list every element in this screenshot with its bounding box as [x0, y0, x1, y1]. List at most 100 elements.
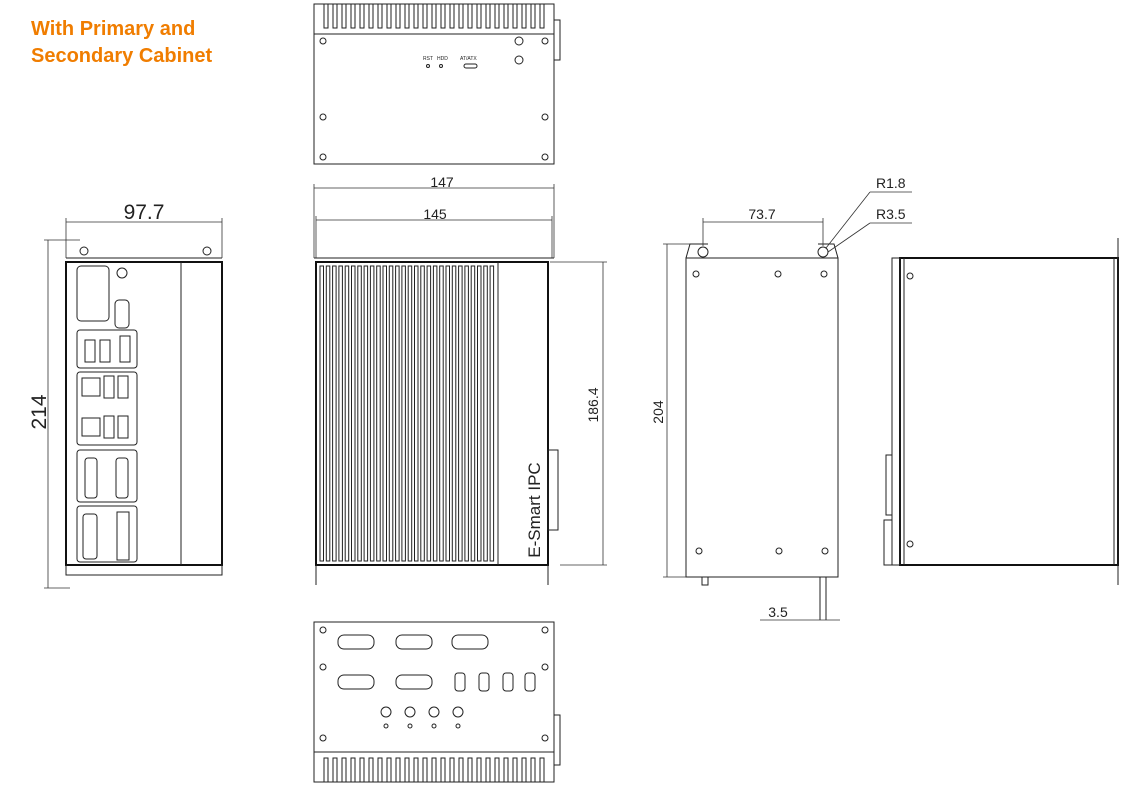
fin — [414, 265, 419, 562]
fin — [503, 757, 509, 782]
power-mode-label: AT/ATX — [460, 56, 477, 62]
fin — [477, 265, 482, 562]
bottom-view — [313, 621, 561, 783]
antenna-hole — [404, 706, 416, 718]
fin — [489, 265, 495, 562]
fin — [413, 4, 419, 29]
fin — [350, 4, 356, 29]
fin — [377, 4, 383, 29]
fin — [420, 265, 425, 562]
fin — [404, 757, 410, 782]
fin — [395, 4, 401, 29]
fin — [341, 757, 347, 782]
fin — [483, 265, 488, 562]
fin — [332, 265, 337, 562]
serial-port — [337, 634, 375, 650]
fin — [351, 265, 356, 562]
radius-large-label: R3.5 — [876, 206, 906, 222]
fin — [494, 4, 500, 29]
fin — [422, 757, 428, 782]
fin — [382, 265, 387, 562]
title-line-1: With Primary and — [31, 18, 196, 40]
front-height-dim: 214 — [28, 394, 51, 429]
fin — [485, 757, 491, 782]
fin — [432, 265, 438, 562]
fin — [368, 757, 374, 782]
drawing-title: With Primary and Secondary Cabinet — [31, 16, 212, 70]
fin — [407, 265, 413, 562]
fin — [449, 4, 455, 29]
fin — [458, 4, 464, 29]
serial-port — [451, 634, 489, 650]
antenna-icon — [407, 723, 413, 729]
fin — [530, 4, 536, 29]
usb-port — [478, 672, 490, 692]
fin — [464, 265, 469, 562]
fin — [376, 265, 381, 562]
fin — [476, 4, 482, 29]
front-width-dim: 97.7 — [124, 201, 165, 224]
fin — [404, 4, 410, 29]
fin — [539, 4, 545, 29]
fin — [386, 757, 392, 782]
fin — [377, 757, 383, 782]
fin — [440, 757, 446, 782]
title-line-2: Secondary Cabinet — [31, 45, 213, 67]
plate-height-dim: 204 — [650, 400, 666, 424]
antenna-hole — [452, 706, 464, 718]
fin — [368, 4, 374, 29]
fin — [323, 757, 329, 782]
fin — [395, 757, 401, 782]
hole-spacing-dim: 73.7 — [748, 206, 775, 222]
reset-button[interactable] — [426, 64, 430, 68]
fin — [341, 4, 347, 29]
fin — [426, 265, 432, 562]
fin — [521, 4, 527, 29]
fin — [363, 265, 369, 562]
fin — [467, 4, 473, 29]
fin — [458, 265, 463, 562]
fin — [470, 265, 476, 562]
brand-logo: E-Smart IPC — [525, 462, 544, 557]
antenna-icon — [383, 723, 389, 729]
fin — [512, 757, 518, 782]
fin — [439, 265, 444, 562]
serial-port — [395, 674, 433, 690]
fin — [388, 265, 394, 562]
fin — [332, 757, 338, 782]
fin — [395, 265, 400, 562]
usb-port — [502, 672, 514, 692]
fin — [494, 757, 500, 782]
front-view: 97.7 214 — [28, 201, 223, 589]
hdd-label: HDD — [437, 56, 448, 62]
power-mode-switch[interactable] — [463, 63, 478, 69]
antenna-hole — [380, 706, 392, 718]
top-view-fins — [323, 4, 545, 29]
plate-thickness-dim: 3.5 — [768, 604, 788, 620]
usb-port — [454, 672, 466, 692]
fin — [323, 4, 329, 29]
fin — [445, 265, 450, 562]
fin — [521, 757, 527, 782]
fin — [458, 757, 464, 782]
fin — [422, 4, 428, 29]
usb-port — [524, 672, 536, 692]
fin — [359, 757, 365, 782]
antenna-icon — [431, 723, 437, 729]
fin — [332, 4, 338, 29]
fin — [344, 265, 350, 562]
serial-port — [395, 634, 433, 650]
fin — [359, 4, 365, 29]
fin — [431, 757, 437, 782]
side-height-dim: 186.4 — [585, 387, 601, 422]
hdd-led-icon — [439, 64, 443, 68]
fin — [530, 757, 536, 782]
fin — [369, 265, 375, 562]
fin — [431, 4, 437, 29]
fin — [325, 265, 331, 562]
fin — [476, 757, 482, 782]
bottom-view-ports — [337, 634, 536, 729]
fin — [467, 757, 473, 782]
fin — [451, 265, 457, 562]
fin — [503, 4, 509, 29]
